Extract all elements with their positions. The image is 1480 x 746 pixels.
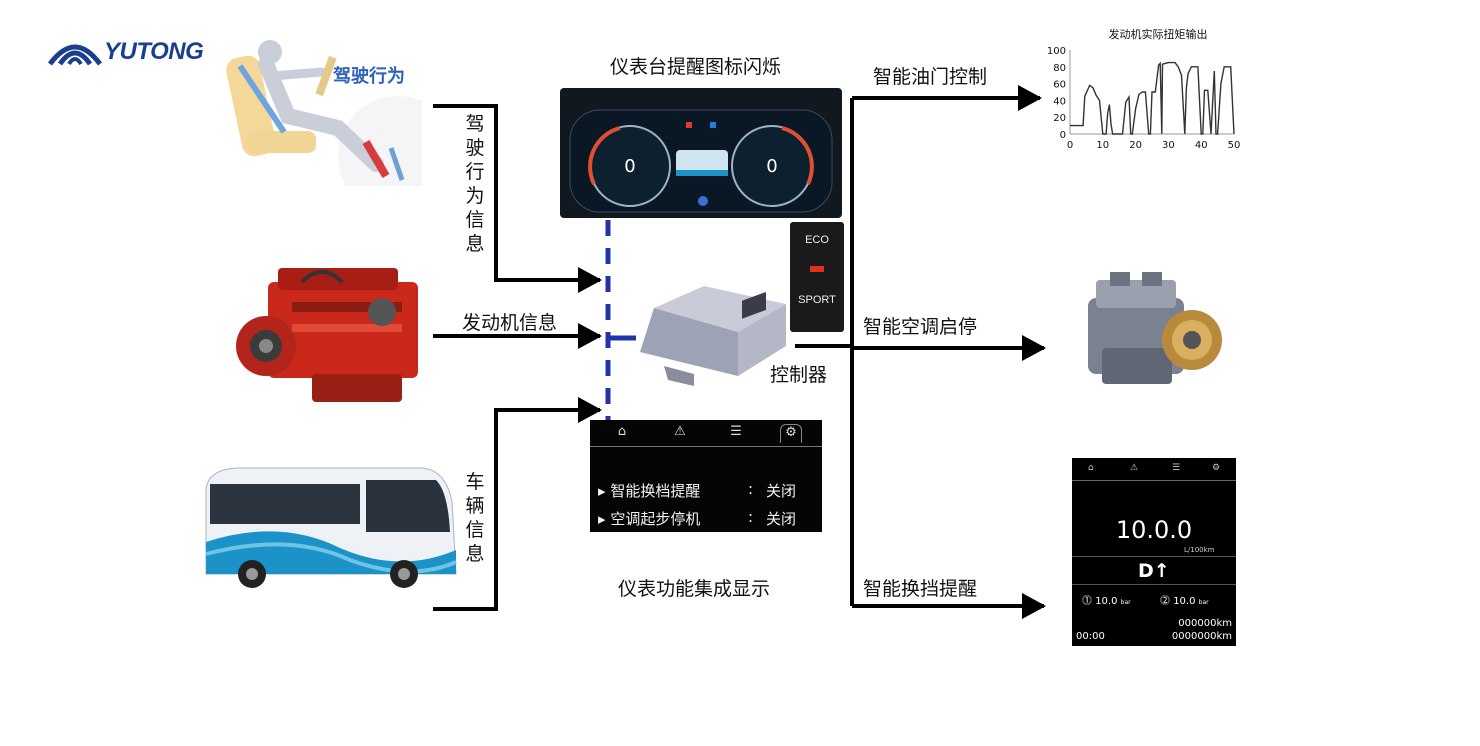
y-tick-label: 60 bbox=[1053, 80, 1066, 91]
gear-value: D bbox=[1138, 560, 1154, 582]
list-icon[interactable]: ☰ bbox=[730, 424, 742, 439]
torque-series-line bbox=[1070, 61, 1235, 135]
y-tick-label: 40 bbox=[1053, 96, 1066, 107]
smart-shift-label: 智能换挡提醒 bbox=[863, 578, 978, 600]
mode-indicator-light bbox=[810, 266, 824, 272]
shift-reminder-display: ⌂ ⚠ ☰ ⚙ 10.0.0 L/100km D↑ ⓵ 10.0 bar ⓶ 1… bbox=[1072, 458, 1236, 646]
cluster-gear-icon: ⚙ bbox=[1212, 463, 1221, 473]
setting-separator: : bbox=[748, 480, 754, 498]
controller-label: 控制器 bbox=[770, 364, 828, 386]
smart-throttle-label: 智能油门控制 bbox=[873, 66, 988, 88]
dashboard-integration-label: 仪表功能集成显示 bbox=[618, 578, 771, 600]
setting-row-ac[interactable]: ▸ 空调起步停机 : 关闭 bbox=[598, 508, 796, 529]
svg-text:0: 0 bbox=[624, 156, 635, 177]
warning-icon[interactable]: ⚠ bbox=[674, 424, 686, 439]
fuel-consumption-unit: L/100km bbox=[1184, 546, 1215, 554]
setting-value: 关闭 bbox=[766, 482, 797, 500]
x-tick-label: 50 bbox=[1228, 140, 1241, 151]
mode-switch[interactable]: ECO SPORT bbox=[790, 222, 844, 332]
vehicle-info-label: 车辆信息 bbox=[465, 471, 485, 565]
x-tick-label: 0 bbox=[1067, 140, 1073, 151]
pressure-2-icon: ⓶ bbox=[1160, 596, 1170, 607]
cluster-list-icon: ☰ bbox=[1172, 463, 1181, 473]
shift-up-icon: ↑ bbox=[1153, 560, 1170, 582]
yutong-logo-mark bbox=[47, 44, 103, 66]
x-tick-label: 40 bbox=[1195, 140, 1208, 151]
setting-row-shift[interactable]: ▸ 智能换档提醒 : 关闭 bbox=[598, 480, 796, 501]
engine-info-label: 发动机信息 bbox=[462, 312, 558, 334]
pressure-1-icon: ⓵ bbox=[1082, 596, 1092, 607]
clock: 00:00 bbox=[1076, 631, 1105, 642]
driving-behavior-caption: 驾驶行为 bbox=[333, 66, 405, 87]
x-tick-label: 30 bbox=[1162, 140, 1175, 151]
y-tick-label: 80 bbox=[1053, 63, 1066, 74]
driving-info-label: 驾驶行为信息 bbox=[465, 113, 485, 255]
x-tick-label: 20 bbox=[1129, 140, 1142, 151]
fuel-consumption-value: 10.0.0 bbox=[1115, 516, 1193, 544]
cluster-tab-bar: ⌂ ⚠ ☰ ⚙ bbox=[1072, 458, 1236, 481]
eco-label: ECO bbox=[805, 234, 829, 246]
settings-tab-bar: ⌂ ⚠ ☰ ⚙ bbox=[590, 420, 822, 447]
pressure-2: ⓶ 10.0 bar bbox=[1160, 596, 1209, 607]
gear-icon[interactable]: ⚙ bbox=[780, 424, 802, 443]
row-arrow-icon: ▸ bbox=[598, 482, 611, 500]
gear-indicator: D↑ bbox=[1138, 560, 1170, 582]
torque-chart: 发动机实际扭矩输出 0 20 40 60 80 100 0 10 20 30 40 50 bbox=[1047, 27, 1241, 151]
setting-value: 关闭 bbox=[766, 510, 797, 528]
row-arrow-icon: ▸ bbox=[598, 510, 611, 528]
y-tick-label: 100 bbox=[1047, 46, 1066, 57]
y-tick-label: 0 bbox=[1060, 130, 1066, 141]
cluster-home-icon: ⌂ bbox=[1088, 463, 1094, 473]
dashboard-flash-title: 仪表台提醒图标闪烁 bbox=[610, 56, 782, 78]
driving-info-line bbox=[433, 104, 602, 293]
y-tick-label: 20 bbox=[1053, 113, 1066, 124]
smart-ac-label: 智能空调启停 bbox=[863, 316, 978, 338]
sport-label: SPORT bbox=[798, 294, 836, 306]
setting-label: 空调起步停机 bbox=[610, 510, 701, 528]
trip-distance: 000000km bbox=[1178, 618, 1232, 629]
home-icon[interactable]: ⌂ bbox=[617, 424, 627, 439]
cluster-warning-icon: ⚠ bbox=[1130, 463, 1139, 473]
setting-label: 智能换档提醒 bbox=[610, 482, 701, 500]
chart-title: 发动机实际扭矩输出 bbox=[1109, 27, 1208, 41]
dashboard-settings-screen: ⌂ ⚠ ☰ ⚙ ▸ 智能换档提醒 : 关闭 ▸ 空调起步停机 : 关闭 bbox=[590, 420, 822, 532]
pressure-1: ⓵ 10.0 bar bbox=[1082, 596, 1131, 607]
vehicle-info-line bbox=[433, 397, 602, 611]
brand-name: YUTONG bbox=[104, 38, 204, 65]
setting-separator: : bbox=[748, 508, 754, 526]
x-tick-label: 10 bbox=[1096, 140, 1109, 151]
svg-text:0: 0 bbox=[766, 156, 777, 177]
odometer: 0000000km bbox=[1171, 631, 1232, 642]
